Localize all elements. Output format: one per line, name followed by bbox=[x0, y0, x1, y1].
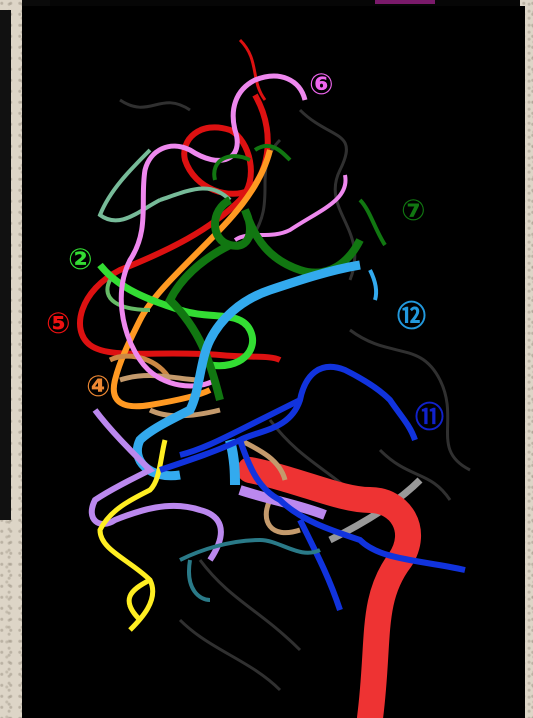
label-4: ④ bbox=[86, 372, 111, 401]
faint-vessels bbox=[120, 100, 470, 690]
dark-green-branch bbox=[360, 200, 385, 245]
label-11: ⑪ bbox=[415, 403, 444, 432]
teal-lower-vessel bbox=[180, 540, 320, 600]
label-6: ⑥ bbox=[309, 70, 334, 99]
label-5: ⑤ bbox=[46, 309, 71, 338]
light-blue-branch bbox=[370, 270, 376, 300]
label-7: ⑦ bbox=[401, 196, 426, 225]
label-2: ② bbox=[68, 245, 93, 274]
red-main-vessel bbox=[250, 470, 408, 718]
label-12: ⑫ bbox=[397, 302, 426, 331]
